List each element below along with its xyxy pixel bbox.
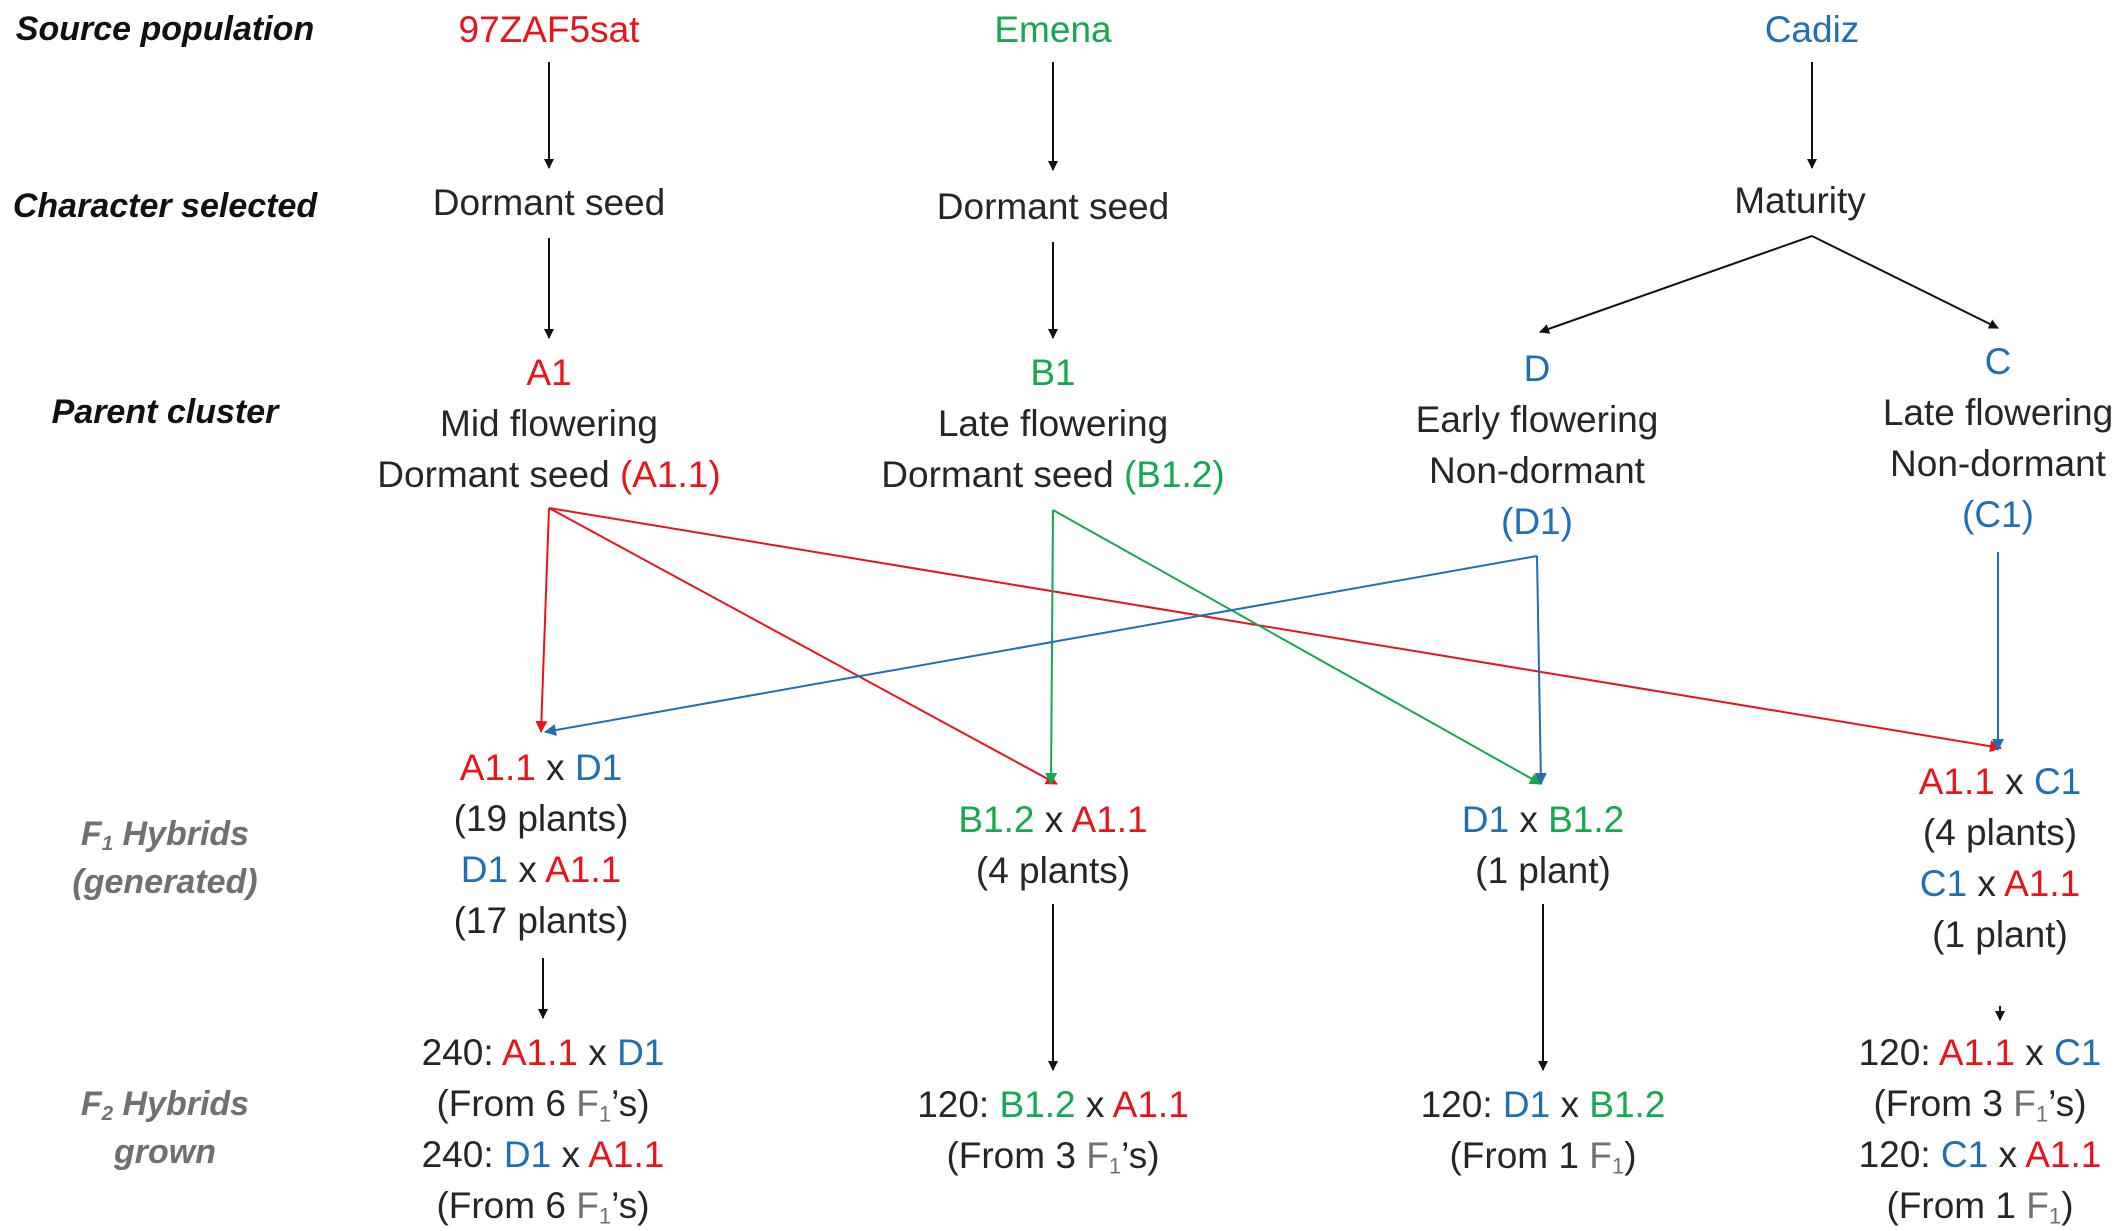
cluster-c-id: C — [1984, 341, 2012, 382]
cluster-d-id: D — [1523, 348, 1551, 389]
cluster-b: B1 Late flowering Dormant seed (B1.2) — [833, 347, 1273, 500]
cross-a-to-ac — [548, 507, 2002, 753]
f1-ac-cross1: A1.1 x C1 — [1918, 761, 2082, 802]
f2-ac-from2: (From 1 F1) — [1886, 1185, 2074, 1229]
row-label-parent: Parent cluster — [51, 393, 279, 431]
f2-ad-from2: (From 6 F1’s) — [436, 1185, 650, 1229]
row-label-f1: F1 Hybrids (generated) — [72, 815, 258, 901]
f1-db: D1 x B1.2 (1 plant) — [1393, 794, 1693, 896]
f2-db: 120: D1 x B1.2 (From 1 F1) — [1373, 1079, 1713, 1181]
f2-ad: 240: A1.1 x D1 (From 6 F1’s) 240: D1 x A… — [373, 1027, 713, 1231]
f1-ad-cross1: A1.1 x D1 — [459, 747, 623, 788]
f2-ad-cross1: 240: A1.1 x D1 — [421, 1032, 665, 1073]
source-b: Emena — [994, 9, 1112, 50]
f1-ba-cross: B1.2 x A1.1 — [958, 799, 1148, 840]
cluster-b-line1: Late flowering — [937, 403, 1169, 444]
f2-ad-cross2: 240: D1 x A1.1 — [421, 1134, 665, 1175]
source-c: Cadiz — [1764, 9, 1860, 50]
f1-ac-cross2: C1 x A1.1 — [1919, 863, 2081, 904]
f2-ba: 120: B1.2 x A1.1 (From 3 F1’s) — [883, 1079, 1223, 1181]
source-a: 97ZAF5sat — [458, 9, 640, 50]
f2-ac-cross2: 120: C1 x A1.1 — [1858, 1134, 2102, 1175]
cross-a-to-ba — [548, 507, 1058, 785]
f2-db-cross: 120: D1 x B1.2 — [1420, 1084, 1666, 1125]
f2-ac-from1: (From 3 F1’s) — [1873, 1083, 2087, 1127]
cross-b-to-ba — [1045, 509, 1058, 785]
f2-ba-from: (From 3 F1’s) — [946, 1135, 1160, 1179]
cluster-b-line2: Dormant seed (B1.2) — [881, 454, 1225, 495]
f2-ad-from1: (From 6 F1’s) — [436, 1083, 650, 1127]
cluster-d-line2: Non-dormant — [1429, 450, 1645, 491]
f2-db-from: (From 1 F1) — [1449, 1135, 1637, 1179]
cluster-d-line1: Early flowering — [1415, 399, 1659, 440]
f1-ba: B1.2 x A1.1 (4 plants) — [903, 794, 1203, 896]
cluster-c: C Late flowering Non-dormant (C1) — [1828, 336, 2128, 540]
cluster-d-code: (D1) — [1501, 501, 1573, 542]
f2-ac: 120: A1.1 x C1 (From 3 F1’s) 120: C1 x A… — [1830, 1027, 2128, 1231]
cluster-a-id: A1 — [526, 352, 572, 393]
arrow-char-c-d — [1539, 235, 1813, 334]
f1-ad: A1.1 x D1 (19 plants) D1 x A1.1 (17 plan… — [391, 742, 691, 946]
row-label-character: Character selected — [12, 187, 318, 225]
cluster-a-line1: Mid flowering — [440, 403, 658, 444]
character-b: Dormant seed — [936, 186, 1170, 227]
f1-ba-count: (4 plants) — [975, 850, 1131, 891]
cluster-b-id: B1 — [1030, 352, 1076, 393]
f1-ad-count2: (17 plants) — [453, 900, 629, 941]
f1-ac-count2: (1 plant) — [1932, 914, 2068, 955]
cross-b-to-db — [1052, 509, 1542, 785]
character-c: Maturity — [1734, 180, 1866, 221]
cluster-d: D Early flowering Non-dormant (D1) — [1347, 343, 1727, 547]
cluster-c-line2: Non-dormant — [1890, 443, 2106, 484]
arrow-char-c-c — [1811, 235, 1999, 329]
f1-ad-cross2: D1 x A1.1 — [460, 849, 622, 890]
row-label-source: Source population — [15, 10, 315, 48]
f1-ac: A1.1 x C1 (4 plants) C1 x A1.1 (1 plant) — [1850, 756, 2128, 960]
cross-d-to-db — [1534, 555, 1547, 785]
f2-ac-cross1: 120: A1.1 x C1 — [1858, 1032, 2102, 1073]
f1-ad-count1: (19 plants) — [453, 798, 629, 839]
f1-db-count: (1 plant) — [1475, 850, 1611, 891]
f2-ba-cross: 120: B1.2 x A1.1 — [917, 1084, 1189, 1125]
cross-a-to-ad — [535, 507, 550, 733]
row-label-f2: F2 Hybrids grown — [80, 1085, 250, 1171]
cluster-c-code: (C1) — [1962, 494, 2034, 535]
cluster-c-line1: Late flowering — [1882, 392, 2114, 433]
cluster-a: A1 Mid flowering Dormant seed (A1.1) — [329, 347, 769, 500]
f1-db-cross: D1 x B1.2 — [1461, 799, 1625, 840]
cluster-a-line2: Dormant seed (A1.1) — [377, 454, 721, 495]
character-a: Dormant seed — [432, 182, 666, 223]
cross-d-to-ad — [544, 555, 1538, 736]
f1-ac-count1: (4 plants) — [1922, 812, 2078, 853]
